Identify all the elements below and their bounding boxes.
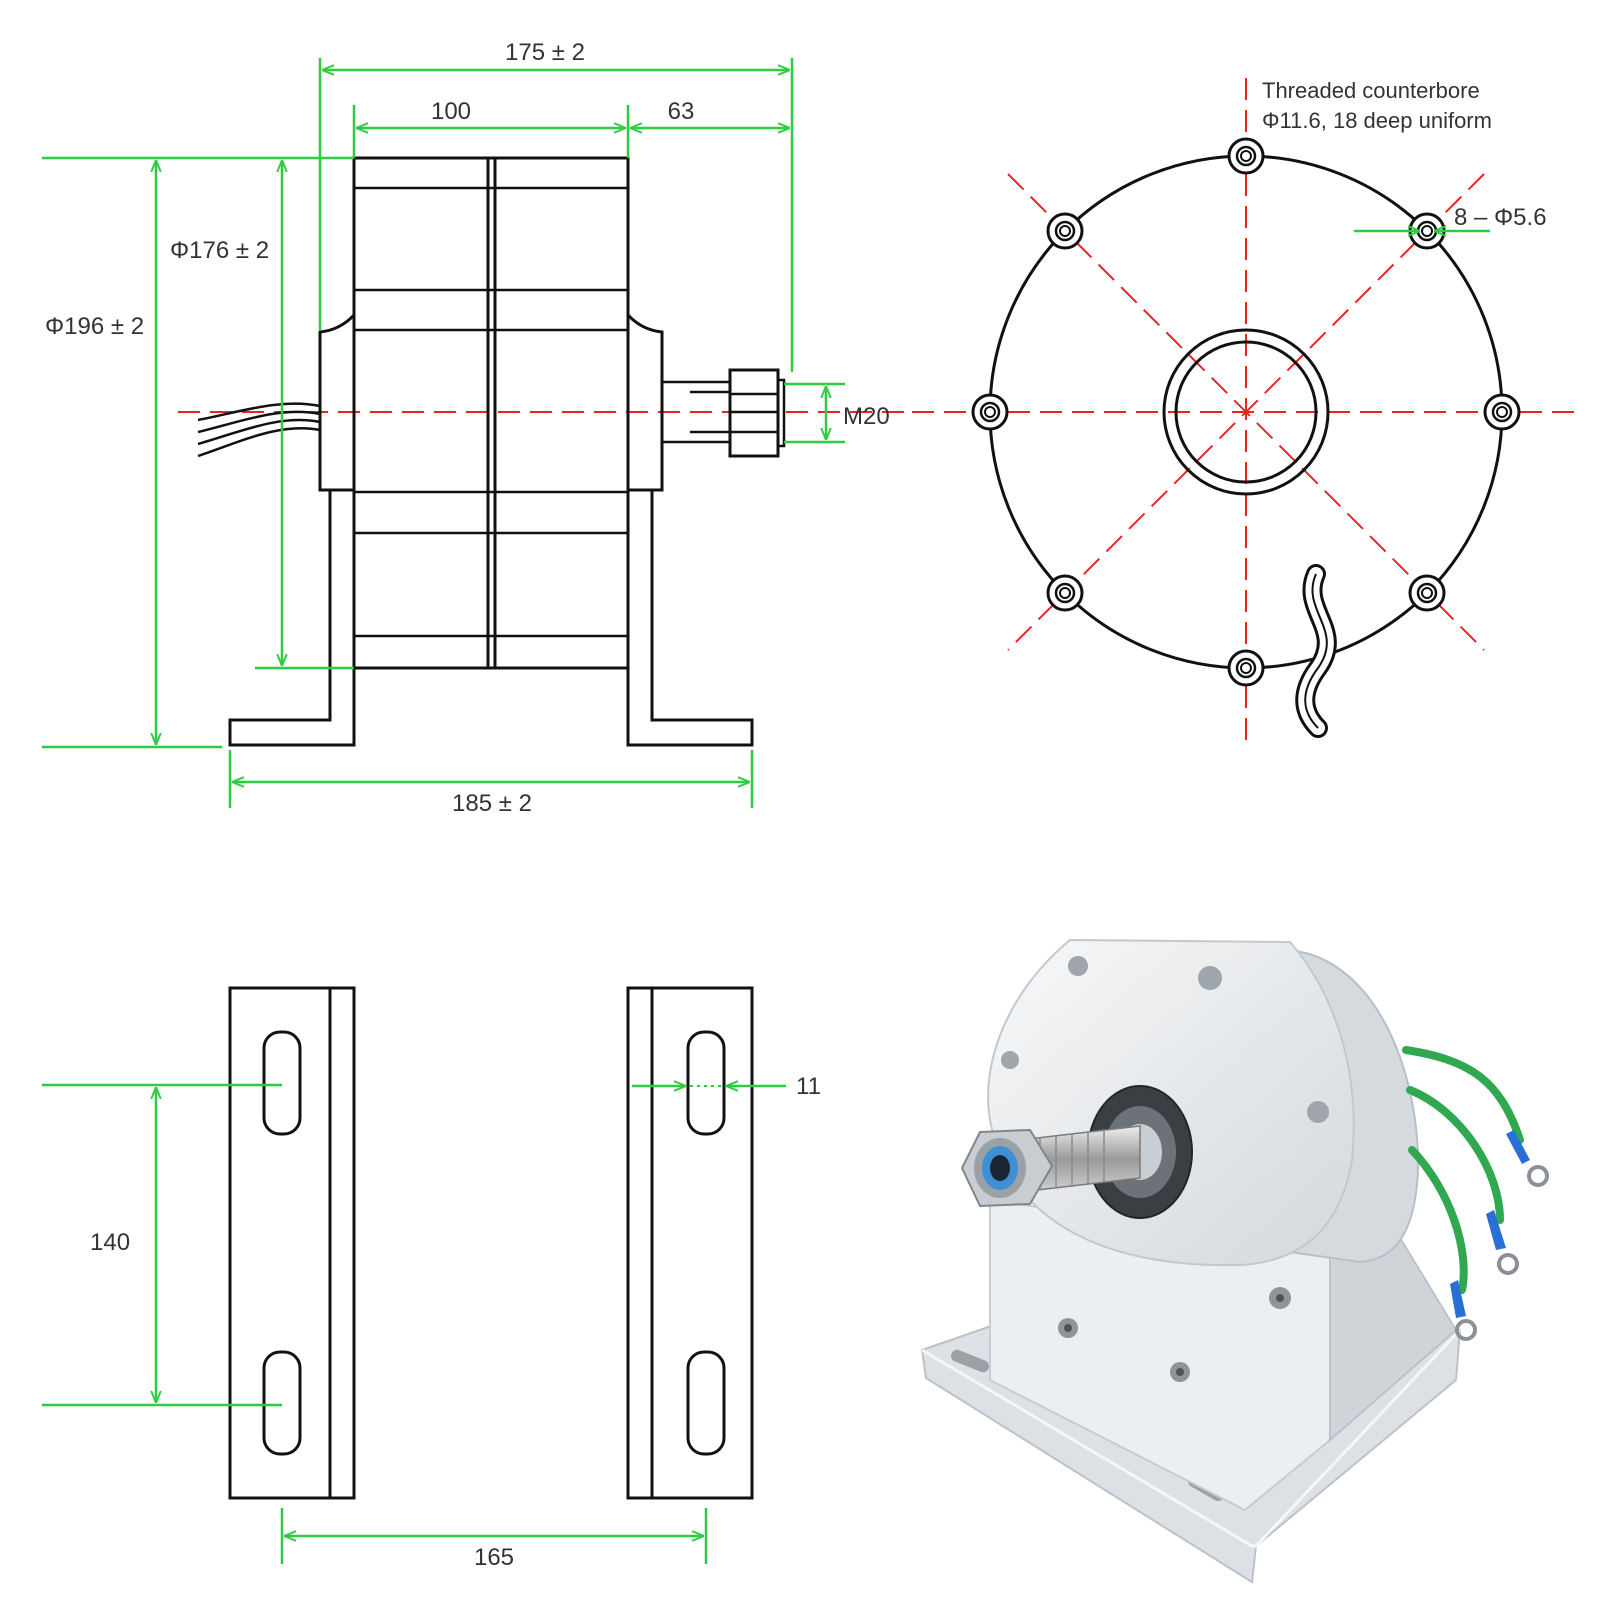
bolt-hole — [1046, 212, 1084, 250]
front-hub-inner — [1174, 340, 1318, 484]
left-end-cap — [318, 313, 356, 492]
bolt-hole — [1227, 649, 1265, 687]
bracket-view: 140 11 165 — [42, 986, 821, 1571]
product-wires — [1402, 1046, 1524, 1294]
left-bracket-plate — [228, 986, 356, 1500]
bolt-hole — [1227, 137, 1265, 175]
dim-shaft-length: 63 — [668, 98, 695, 125]
dim-inner-diameter: Φ176 ± 2 — [170, 237, 269, 264]
dim-bracket-spacing: 165 — [474, 1544, 514, 1571]
side-wires — [197, 402, 321, 458]
bolt-hole — [971, 393, 1009, 431]
right-bracket-slot-top — [686, 1030, 726, 1136]
left-bracket-slot-top — [262, 1030, 302, 1136]
product-terminals — [1450, 1130, 1549, 1341]
dim-slot-spacing: 140 — [90, 1229, 130, 1256]
left-l-bracket — [228, 488, 356, 747]
front-diagonal-centerline-b — [1007, 173, 1485, 651]
dim-base-width: 185 ± 2 — [452, 790, 532, 817]
dim-shaft-thread: M20 — [843, 403, 890, 430]
right-end-cap — [626, 313, 664, 492]
bolt-hole — [1408, 574, 1446, 612]
right-bracket-plate — [626, 986, 754, 1500]
counterbore-note-line2: Φ11.6, 18 deep uniform — [1262, 108, 1492, 133]
counterbore-note-line1: Threaded counterbore — [1262, 78, 1480, 103]
bolt-hole — [1046, 574, 1084, 612]
product-photo — [920, 938, 1549, 1584]
dim-body-length: 100 — [431, 98, 471, 125]
front-view: Threaded counterbore Φ11.6, 18 deep unif… — [912, 78, 1580, 750]
side-view: 175 ± 2 100 63 Φ196 ± 2 Φ176 ± 2 M20 185… — [42, 39, 905, 817]
dim-outer-diameter: Φ196 ± 2 — [45, 313, 144, 340]
front-hub-outer — [1162, 328, 1330, 496]
left-bracket-slot-bottom — [262, 1350, 302, 1456]
right-bracket-slot-bottom — [686, 1350, 726, 1456]
shaft-and-nut — [660, 368, 786, 458]
right-l-bracket — [626, 488, 754, 747]
bolt-hole — [1483, 393, 1521, 431]
dim-slot-width: 11 — [796, 1073, 821, 1100]
motor-body-outline — [352, 156, 630, 670]
dim-overall-length: 175 ± 2 — [505, 39, 585, 66]
dim-holes: 8 – Φ5.6 — [1454, 204, 1547, 231]
